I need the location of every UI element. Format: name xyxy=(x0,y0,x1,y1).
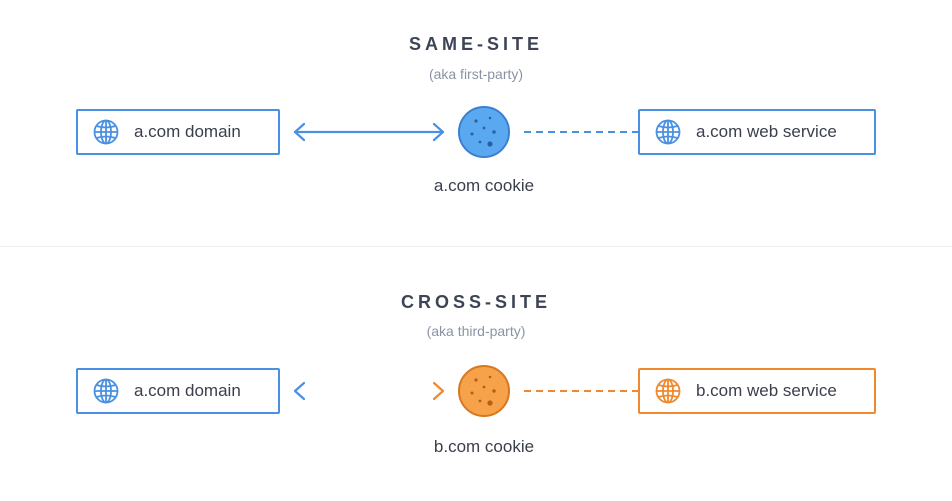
cross-site-section: CROSS-SITE (aka third-party) a.com domai… xyxy=(0,255,952,501)
same-site-service-box: a.com web service xyxy=(638,109,876,155)
cross-site-cookie-label: b.com cookie xyxy=(433,437,535,456)
bidirectional-arrow xyxy=(293,381,445,401)
cross-site-service-label: b.com web service xyxy=(696,381,837,400)
same-site-subtitle: (aka first-party) xyxy=(428,66,524,82)
dashed-connection xyxy=(524,390,640,392)
cross-site-service-box: b.com web service xyxy=(638,368,876,414)
cross-site-subtitle: (aka third-party) xyxy=(426,323,526,339)
same-site-origin-label: a.com domain xyxy=(134,122,241,141)
same-site-section: SAME-SITE (aka first-party) a.com domain xyxy=(0,0,952,245)
section-divider xyxy=(0,246,952,247)
cookie-icon xyxy=(458,106,510,158)
same-site-cookie-label: a.com cookie xyxy=(433,176,535,195)
same-site-title: SAME-SITE xyxy=(408,34,543,54)
dashed-connection xyxy=(524,131,640,133)
cross-site-title: CROSS-SITE xyxy=(400,292,551,312)
same-site-service-label: a.com web service xyxy=(696,122,837,141)
cross-site-origin-box: a.com domain xyxy=(76,368,280,414)
cross-site-origin-label: a.com domain xyxy=(134,381,241,400)
same-site-origin-box: a.com domain xyxy=(76,109,280,155)
globe-icon xyxy=(654,118,682,146)
globe-icon xyxy=(92,118,120,146)
bidirectional-arrow xyxy=(293,122,445,142)
globe-icon xyxy=(654,377,682,405)
globe-icon xyxy=(92,377,120,405)
cookie-icon xyxy=(458,365,510,417)
